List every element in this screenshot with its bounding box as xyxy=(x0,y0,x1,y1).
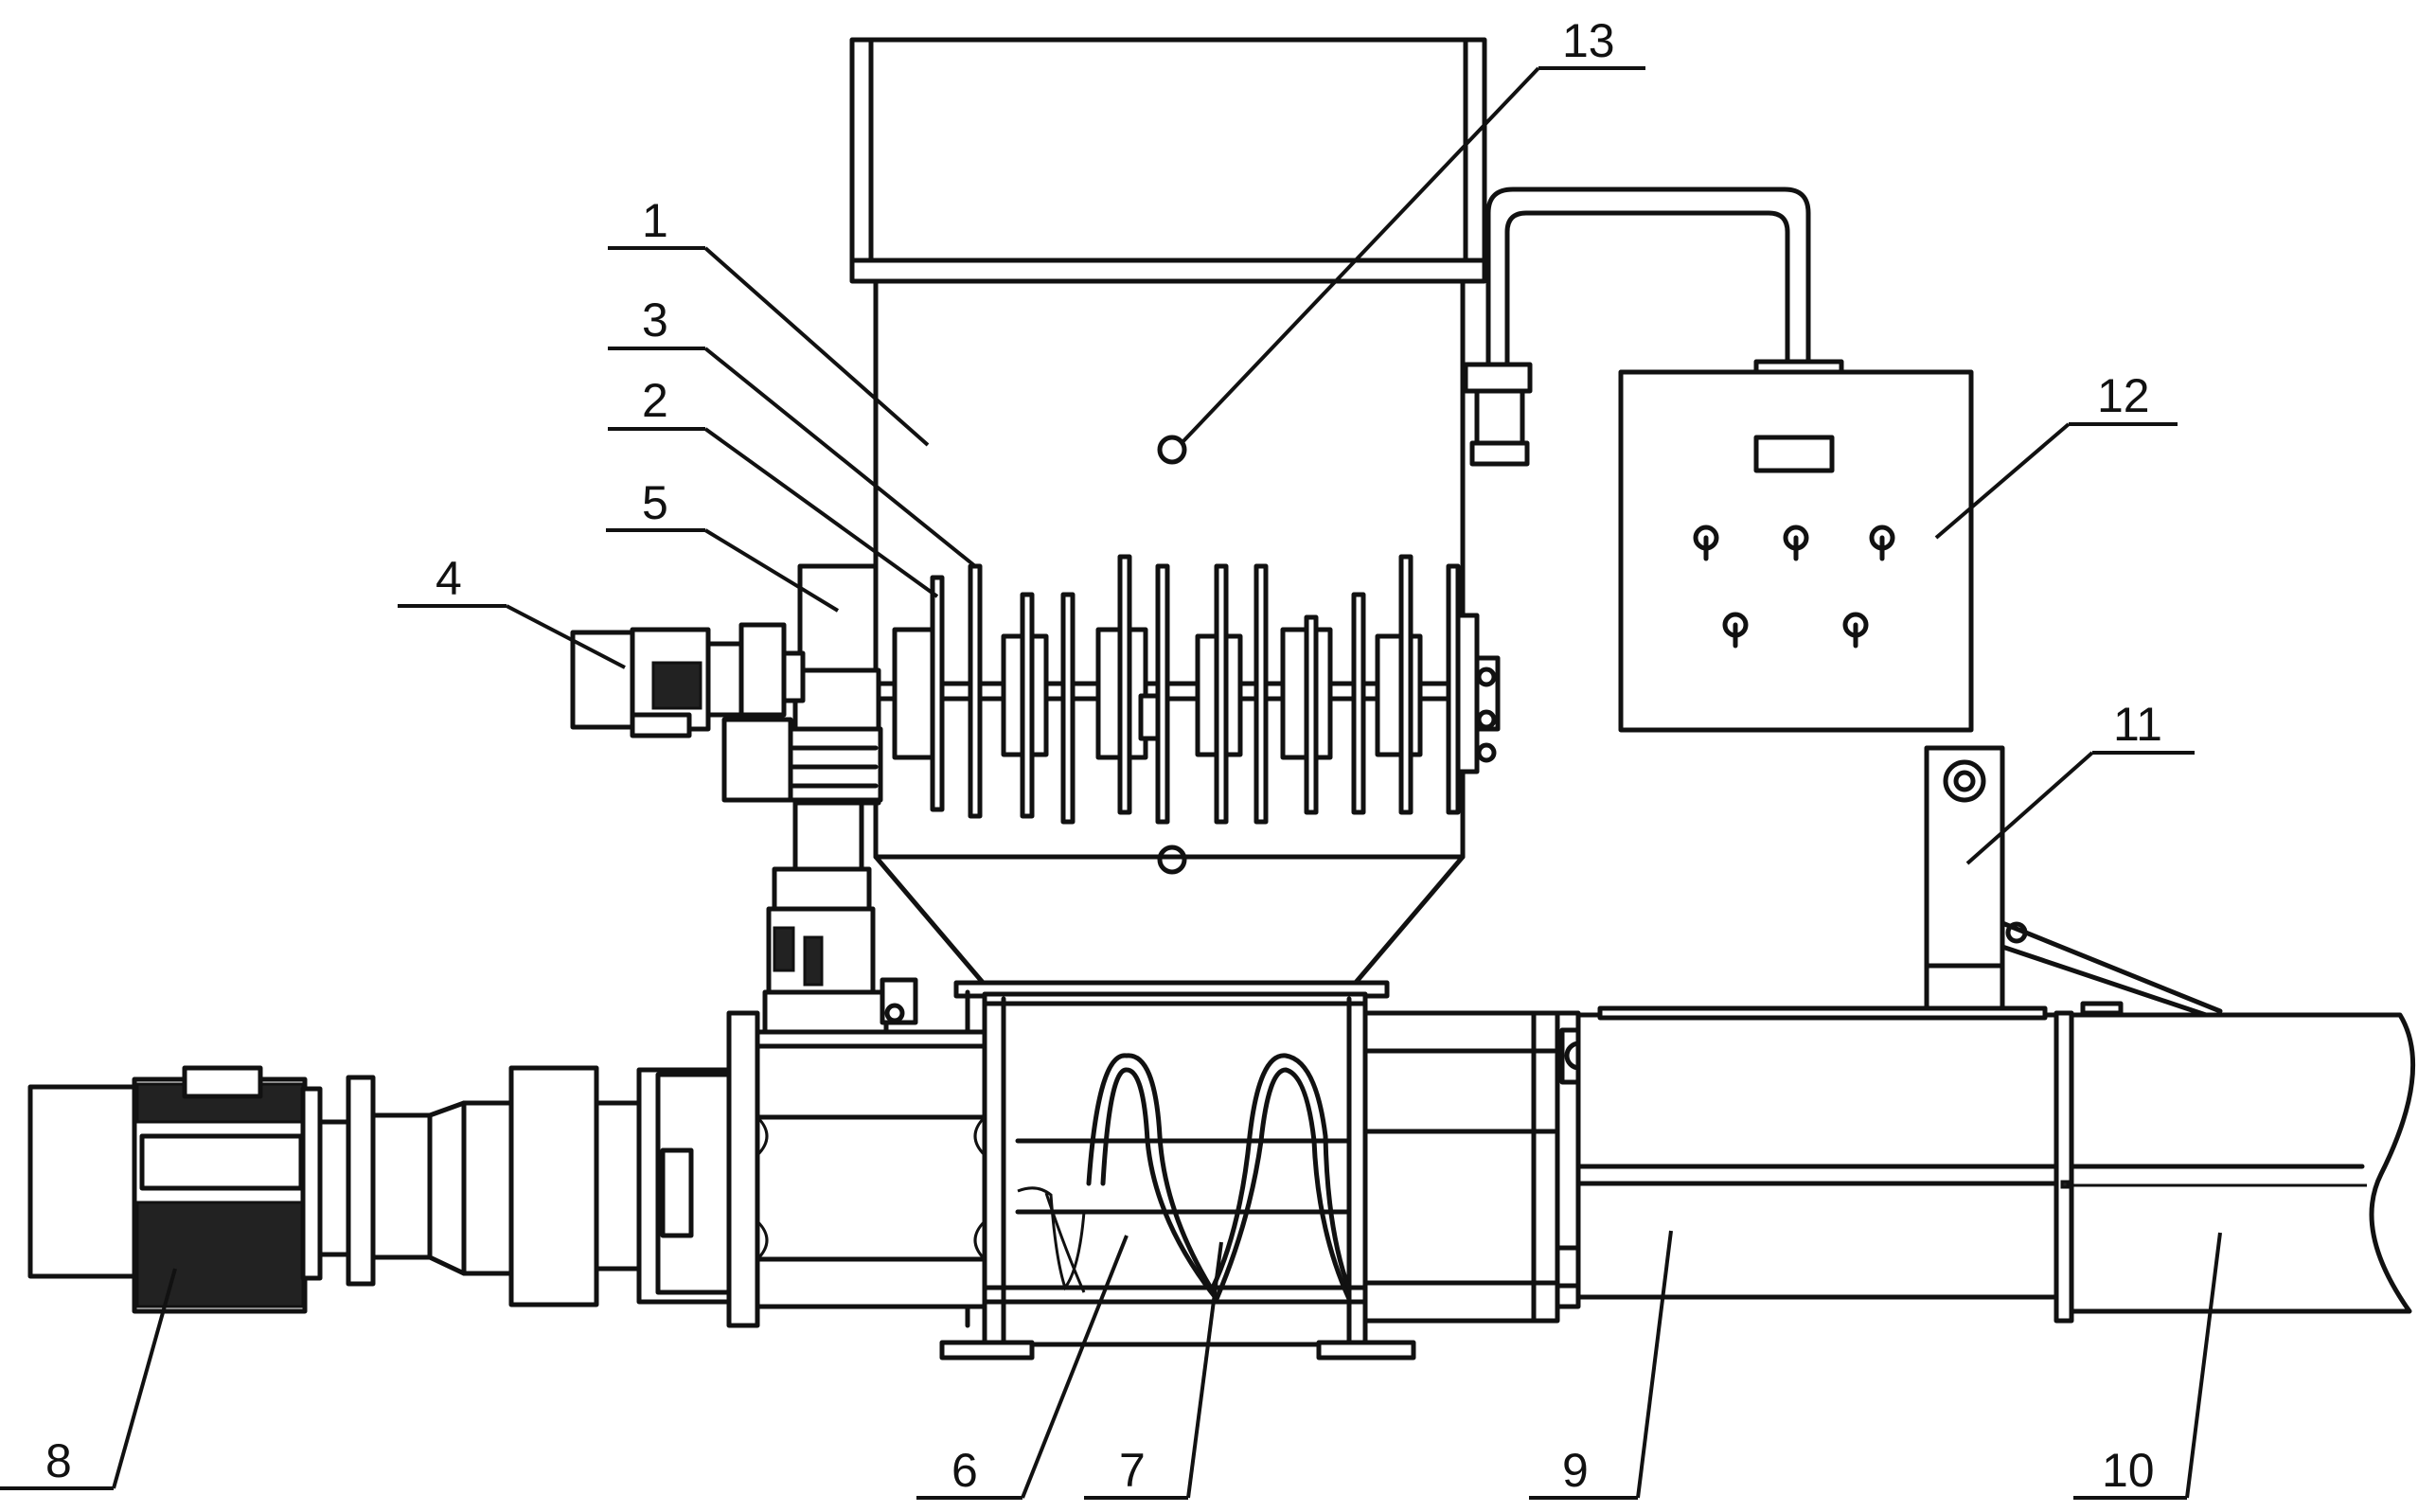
callout-10: 10 xyxy=(2102,1444,2155,1497)
foot-left xyxy=(942,1343,1032,1358)
callout-11: 11 xyxy=(2113,698,2162,751)
control-box-display xyxy=(1756,437,1832,471)
callout-6: 6 xyxy=(951,1444,978,1497)
foot-right xyxy=(1319,1343,1413,1358)
main-motor-end xyxy=(30,1087,136,1276)
compression-chamber xyxy=(1365,1008,2056,1321)
pipe-and-control xyxy=(1466,189,1971,730)
callout-5: 5 xyxy=(642,476,668,529)
screw-conveyor xyxy=(942,992,1413,1358)
callout-1: 1 xyxy=(642,194,668,247)
callout-2: 2 xyxy=(642,374,668,427)
callout-4: 4 xyxy=(436,552,462,605)
support-bracket xyxy=(1927,748,2220,1018)
discharge-pipe xyxy=(2056,1013,2413,1321)
hopper xyxy=(852,40,1485,996)
callout-7: 7 xyxy=(1119,1444,1146,1497)
callout-9: 9 xyxy=(1562,1444,1589,1497)
callout-8: 8 xyxy=(45,1434,72,1487)
callout-3: 3 xyxy=(642,294,668,347)
callout-13: 13 xyxy=(1562,14,1615,67)
callout-12: 12 xyxy=(2097,369,2150,422)
mixer-drive xyxy=(573,566,916,1058)
